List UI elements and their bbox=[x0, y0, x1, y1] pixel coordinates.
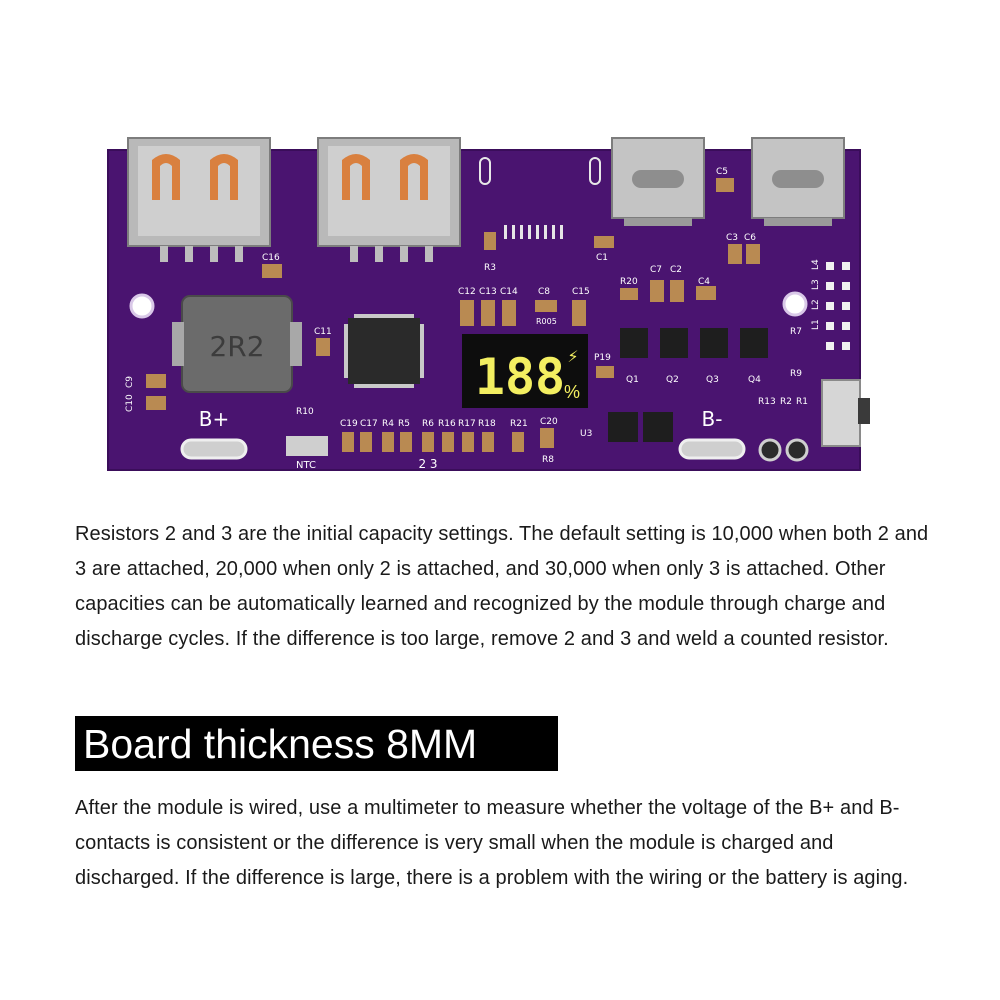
silk-c19: C19 bbox=[340, 419, 358, 429]
silk-c14: C14 bbox=[500, 287, 518, 297]
bminus-pad bbox=[678, 438, 746, 460]
silk-c16: C16 bbox=[262, 253, 280, 263]
usb-a-port-2 bbox=[317, 137, 461, 262]
silk-r6: R6 bbox=[422, 419, 434, 429]
silk-r1: R1 bbox=[796, 397, 808, 407]
silk-r17: R17 bbox=[458, 419, 476, 429]
heading-banner: Board thickness 8MM bbox=[75, 716, 558, 771]
silk-r16: R16 bbox=[438, 419, 456, 429]
usb-c-port-1 bbox=[611, 137, 705, 226]
silk-c20: C20 bbox=[540, 417, 558, 427]
usb-c-port-2 bbox=[751, 137, 845, 226]
silk-r9: R9 bbox=[790, 369, 802, 379]
led-display: 188 % ⚡ bbox=[462, 334, 588, 408]
mounting-hole-left bbox=[129, 293, 155, 319]
silk-r13: R13 bbox=[758, 397, 776, 407]
inductor: 2R2 bbox=[172, 295, 302, 393]
silk-c8: C8 bbox=[538, 287, 550, 297]
resistor-marks: 2 3 bbox=[418, 457, 437, 471]
silk-c10: C10 bbox=[125, 394, 135, 412]
silkscreen-labels: C16 C11 C10 C9 R10 C19 C17 R4 R5 R6 R16 … bbox=[125, 167, 821, 465]
board-thickness-heading: Board thickness 8MM bbox=[83, 721, 478, 767]
smd-components bbox=[146, 178, 760, 452]
silk-c6: C6 bbox=[744, 233, 756, 243]
silk-r7: R7 bbox=[790, 327, 802, 337]
silk-l2: L2 bbox=[811, 299, 821, 310]
pin-row bbox=[504, 225, 563, 239]
display-digits: 188 bbox=[475, 348, 565, 406]
silk-c2: C2 bbox=[670, 265, 682, 275]
silk-r2: R2 bbox=[780, 397, 792, 407]
silk-l1: L1 bbox=[811, 319, 821, 330]
silk-c15: C15 bbox=[572, 287, 590, 297]
push-switch bbox=[821, 379, 870, 447]
silk-c9: C9 bbox=[125, 376, 135, 388]
silk-r20: R20 bbox=[620, 277, 638, 287]
silk-r18: R18 bbox=[478, 419, 496, 429]
silk-c7: C7 bbox=[650, 265, 662, 275]
silk-r21: R21 bbox=[510, 419, 528, 429]
silk-c11: C11 bbox=[314, 327, 332, 337]
silk-c3: C3 bbox=[726, 233, 738, 243]
controller-ic bbox=[344, 314, 424, 388]
silk-r5: R5 bbox=[398, 419, 410, 429]
wiring-check-paragraph: After the module is wired, use a multime… bbox=[75, 797, 909, 889]
silk-r005: R005 bbox=[536, 317, 557, 326]
mounting-hole-right bbox=[782, 291, 808, 317]
inductor-label: 2R2 bbox=[209, 330, 264, 363]
ntc-label: NTC bbox=[296, 460, 316, 471]
silk-r8: R8 bbox=[542, 455, 554, 465]
silk-q2: Q2 bbox=[666, 375, 679, 385]
capacity-settings-paragraph: Resistors 2 and 3 are the initial capaci… bbox=[75, 523, 929, 650]
silk-r10: R10 bbox=[296, 407, 314, 417]
silk-q3: Q3 bbox=[706, 375, 719, 385]
indicator-led-pads bbox=[826, 262, 850, 350]
lightning-icon: ⚡ bbox=[567, 349, 578, 366]
silk-c4: C4 bbox=[698, 277, 710, 287]
silk-q1: Q1 bbox=[626, 375, 639, 385]
mosfets bbox=[608, 328, 768, 442]
bminus-label: B- bbox=[702, 407, 723, 431]
usb-a-port-1 bbox=[127, 137, 271, 262]
silk-l3: L3 bbox=[811, 279, 821, 290]
bplus-pad bbox=[180, 438, 248, 460]
silk-c13: C13 bbox=[479, 287, 497, 297]
silk-l4: L4 bbox=[811, 259, 821, 270]
pcb-photo: 2R2 188 % ⚡ bbox=[107, 137, 870, 471]
silk-c1: C1 bbox=[596, 253, 608, 263]
silk-r4: R4 bbox=[382, 419, 394, 429]
display-percent: % bbox=[564, 382, 580, 402]
silk-c12: C12 bbox=[458, 287, 476, 297]
silk-p19: P19 bbox=[594, 353, 611, 363]
silk-q4: Q4 bbox=[748, 375, 761, 385]
silk-r3: R3 bbox=[484, 263, 496, 273]
silk-c5: C5 bbox=[716, 167, 728, 177]
silk-c17: C17 bbox=[360, 419, 378, 429]
silk-u3: U3 bbox=[580, 429, 592, 439]
bplus-label: B+ bbox=[199, 407, 229, 431]
